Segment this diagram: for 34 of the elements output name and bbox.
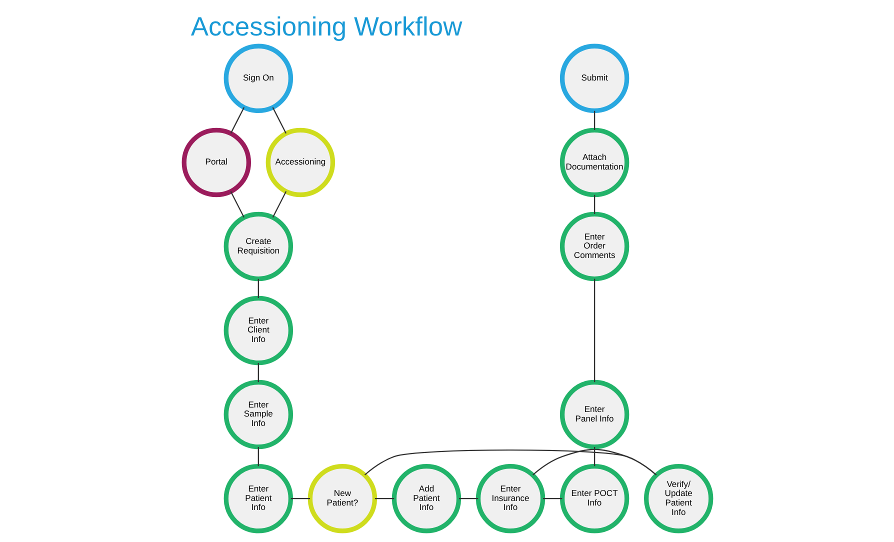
node-circle: Enter Patient Info	[223, 464, 293, 534]
node-circle: Enter Sample Info	[223, 380, 293, 450]
connector	[257, 447, 258, 466]
connector	[230, 107, 244, 134]
diagram-title: Accessioning Workflow	[190, 11, 462, 42]
node-circle: Sign On	[223, 44, 293, 114]
connector	[272, 191, 286, 218]
node-circle: Enter Order Comments	[559, 212, 629, 282]
node-circle: Enter Insurance Info	[475, 464, 545, 534]
connector	[593, 110, 595, 130]
node-circle: Add Patient Info	[391, 464, 461, 534]
connector	[230, 191, 244, 218]
node-circle: Portal	[181, 128, 251, 198]
node-circle: Create Requisition	[223, 212, 293, 282]
node-circle: Enter POCT Info	[559, 464, 629, 534]
node-circle: Enter Panel Info	[559, 380, 629, 450]
connector	[458, 498, 478, 500]
connector	[593, 278, 595, 382]
connector	[542, 498, 562, 500]
connector	[257, 362, 258, 382]
connector	[593, 194, 595, 214]
connector	[593, 447, 595, 466]
connector	[290, 498, 310, 500]
connector	[374, 498, 394, 500]
node-circle: Enter Client Info	[223, 296, 293, 366]
node-circle: Submit	[559, 44, 629, 114]
connector	[257, 278, 258, 298]
node-circle: Attach Documentation	[559, 128, 629, 198]
connector	[364, 450, 656, 476]
node-circle: Verify/ Update Patient Info	[643, 464, 713, 534]
connector	[532, 448, 656, 476]
node-circle: Accessioning	[265, 128, 335, 198]
node-circle: New Patient?	[307, 464, 377, 534]
connector	[272, 107, 286, 134]
